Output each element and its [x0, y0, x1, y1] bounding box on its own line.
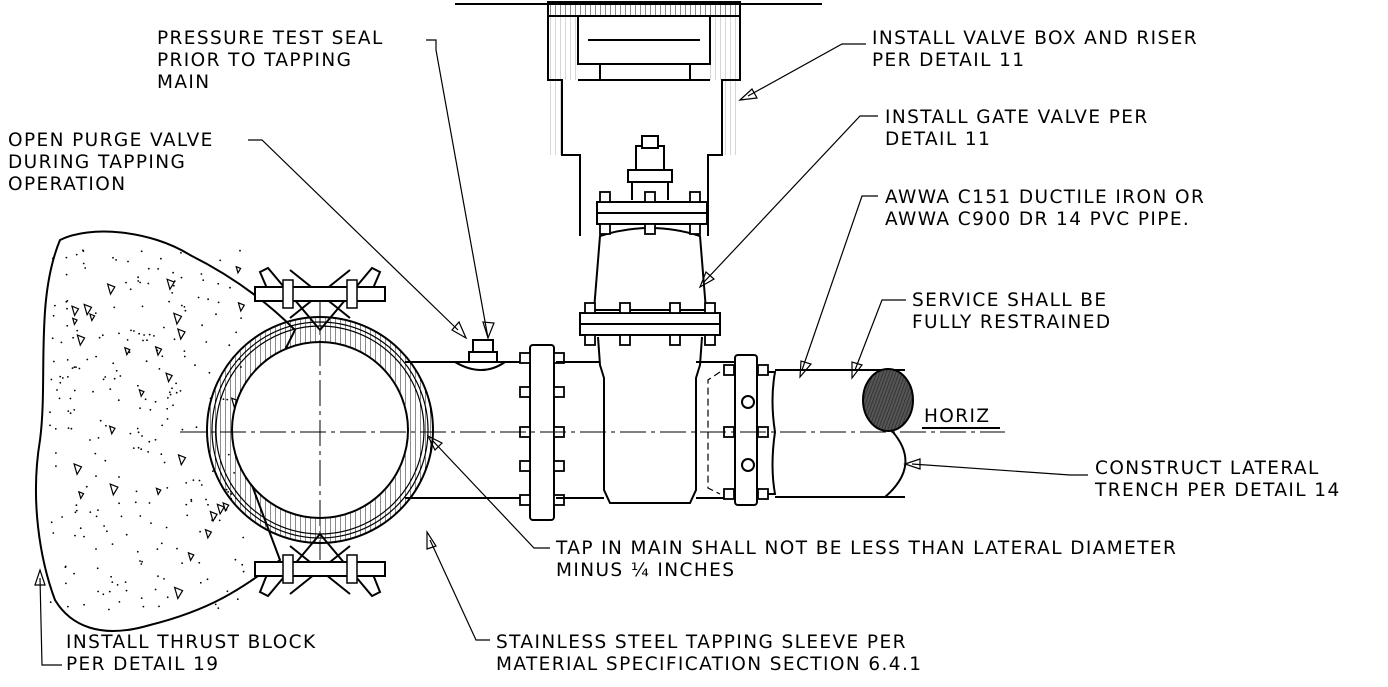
thrust-block	[35, 230, 297, 632]
tap-in-main-label: TAP IN MAIN SHALL NOT BE LESS THAN LATER…	[556, 538, 1178, 581]
leader-lines	[34, 39, 1088, 666]
lateral-pipe	[775, 368, 914, 498]
gate-valve	[556, 135, 735, 504]
outlet-flange	[519, 344, 565, 521]
valve-box	[455, 1, 822, 236]
restraint-flange	[707, 354, 777, 506]
horiz-label: HORIZ	[924, 406, 991, 427]
sleeve-outlet	[405, 339, 520, 499]
